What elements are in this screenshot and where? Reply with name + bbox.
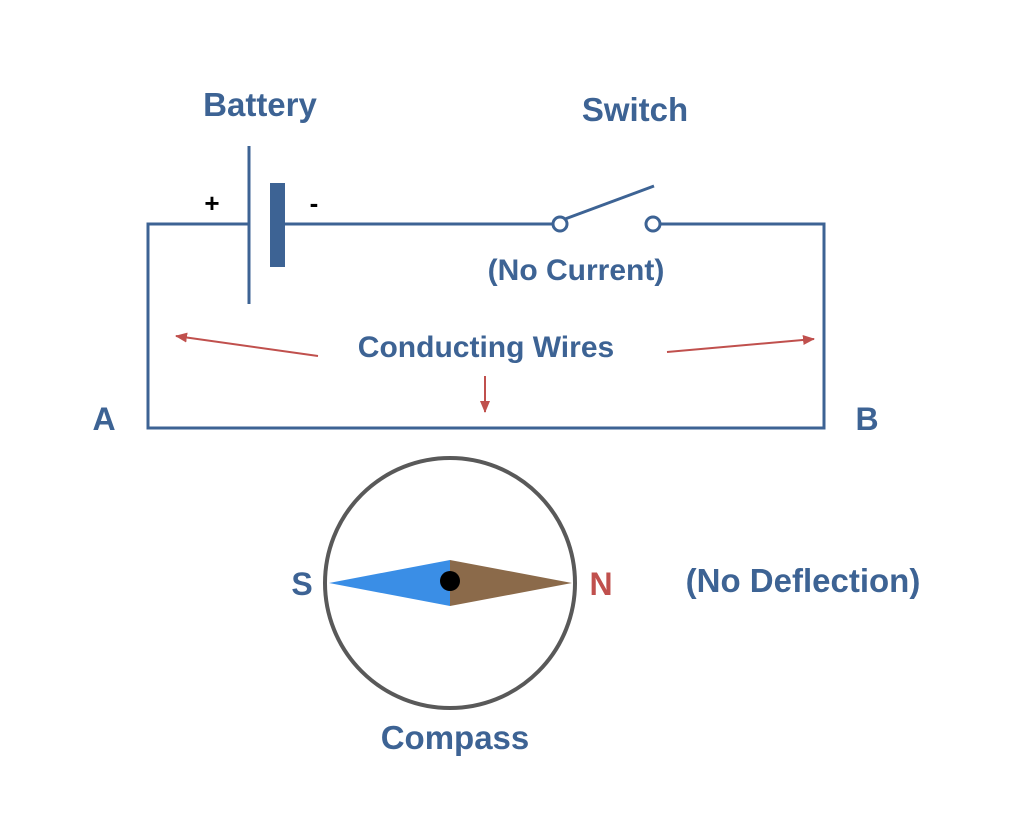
battery-label: Battery	[203, 86, 317, 123]
wire-left-top	[146, 222, 826, 430]
battery-symbol	[247, 146, 285, 304]
conducting-wires-label: Conducting Wires	[358, 331, 614, 364]
needle-south-half	[329, 560, 450, 606]
switch-state-label: (No Current)	[488, 254, 665, 287]
compass-south-label: S	[291, 566, 312, 602]
needle-pivot	[440, 571, 460, 591]
needle-north-half	[450, 560, 572, 606]
battery-negative-plate	[270, 183, 285, 267]
switch-terminal-right	[644, 215, 662, 233]
switch-label: Switch	[582, 91, 688, 128]
point-b-label: B	[855, 401, 878, 437]
arrow-right	[666, 334, 815, 353]
compass	[323, 456, 577, 710]
deflection-label: (No Deflection)	[686, 562, 921, 599]
switch-lever	[564, 184, 655, 221]
compass-label: Compass	[381, 719, 530, 756]
wire-pointer-arrows	[175, 332, 815, 413]
battery-minus-sign: -	[310, 188, 319, 218]
switch-terminal-left	[551, 215, 569, 233]
compass-north-label: N	[589, 566, 612, 602]
circuit-wires	[146, 222, 826, 430]
arrow-left	[175, 332, 319, 357]
battery-plus-sign: +	[204, 188, 219, 218]
switch-symbol	[551, 184, 662, 233]
point-a-label: A	[92, 401, 115, 437]
